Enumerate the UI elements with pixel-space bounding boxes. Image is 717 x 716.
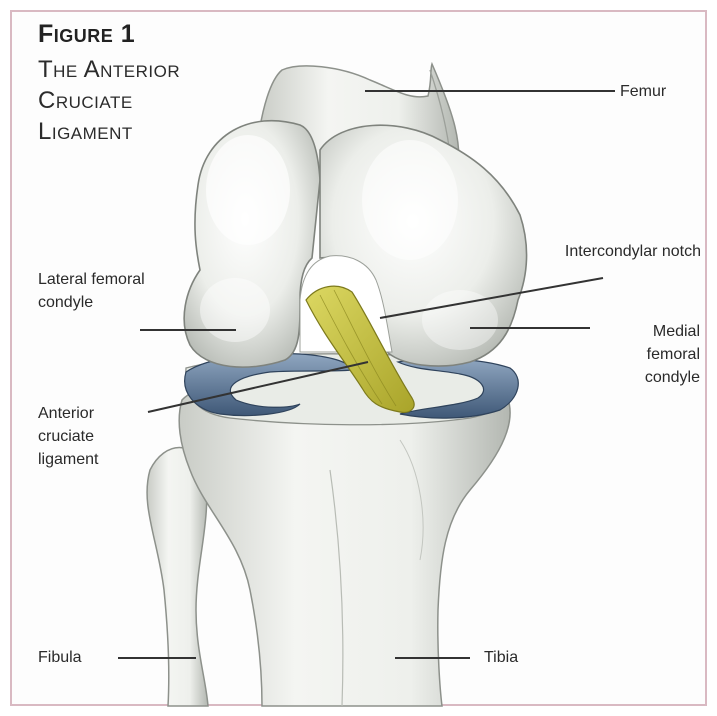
figure-number: Figure 1 [38, 20, 135, 49]
label-tibia: Tibia [484, 646, 518, 669]
label-femur: Femur [620, 80, 666, 103]
label-lateral-femoral-condyle: Lateral femoral condyle [38, 268, 148, 314]
figure-title: The Anterior Cruciate Ligament [38, 54, 208, 147]
label-medial-femoral-condyle: Medial femoral condyle [600, 320, 700, 389]
label-intercondylar-notch: Intercondylar notch [555, 240, 701, 263]
label-anterior-cruciate-ligament: Anterior cruciate ligament [38, 402, 148, 471]
label-fibula: Fibula [38, 646, 82, 669]
